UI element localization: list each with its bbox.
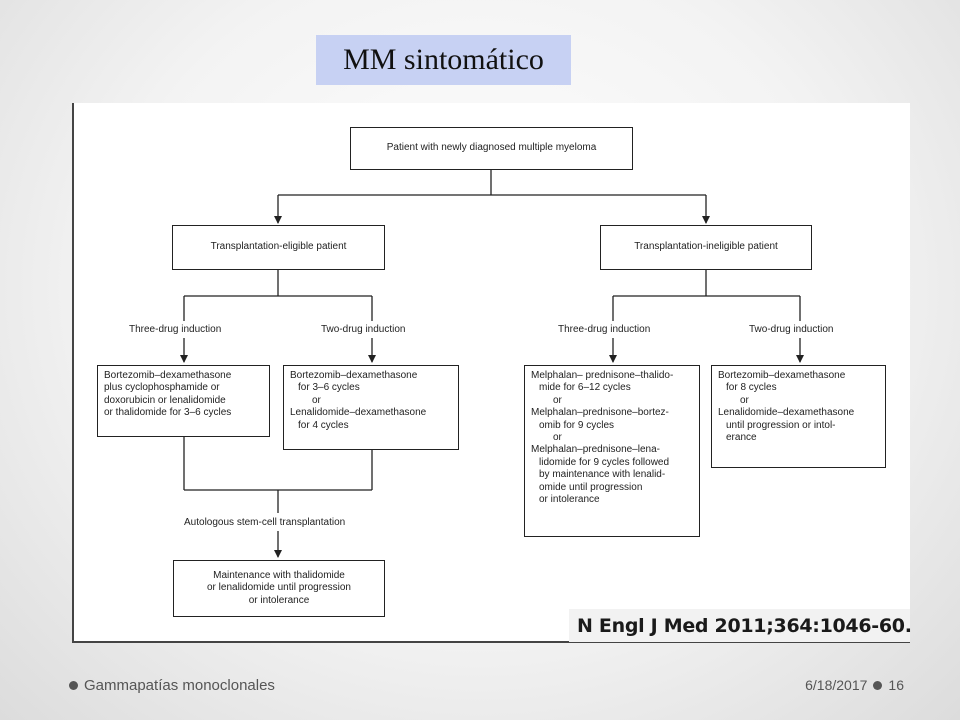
eligible-two-drug-box: Bortezomib–dexamethasone for 3–6 cycles … (283, 365, 459, 450)
footer-left: Gammapatías monoclonales (63, 677, 275, 694)
flowchart-connectors (180, 170, 804, 558)
box-line: mide for 6–12 cycles (539, 382, 631, 394)
eligible-three-drug-box: Bortezomib–dexamethasone plus cyclophosp… (97, 365, 270, 437)
box-line: or (740, 394, 749, 406)
box-line: or intolerance (248, 594, 310, 606)
box-line: or (312, 394, 321, 406)
footer-right: 6/18/2017 16 (805, 677, 904, 693)
box-line: until progression or intol- (726, 419, 836, 431)
box-line: or (553, 432, 562, 444)
box-line: or intolerance (539, 494, 600, 506)
citation: N Engl J Med 2011;364:1046-60. (569, 609, 912, 642)
box-line: Bortezomib–dexamethasone (104, 370, 232, 381)
root-text: Patient with newly diagnosed multiple my… (386, 142, 597, 154)
box-line: for 3–6 cycles (298, 382, 360, 394)
eligible-box: Transplantation-eligible patient (172, 225, 385, 270)
box-line: by maintenance with lenalid- (539, 469, 666, 481)
ineligible-title: Transplantation-ineligible patient (634, 241, 778, 253)
maintenance-box: Maintenance with thalidomide or lenalido… (173, 560, 385, 617)
box-line: omib for 9 cycles (539, 419, 615, 431)
box-line: for 4 cycles (298, 419, 349, 431)
box-line: Melphalan–prednisone–bortez- (531, 407, 669, 419)
footer-title: Gammapatías monoclonales (84, 677, 275, 694)
bullet-dot-icon (69, 681, 78, 690)
ineligible-two-drug-label: Two-drug induction (749, 324, 834, 335)
box-line: Melphalan– prednisone–thalido- (531, 370, 674, 381)
slide-title: MM sintomático (316, 35, 571, 85)
eligible-three-drug-label: Three-drug induction (129, 324, 222, 335)
box-line: for 8 cycles (726, 382, 777, 394)
root-box: Patient with newly diagnosed multiple my… (350, 127, 633, 170)
box-line: doxorubicin or lenalidomide (104, 394, 226, 406)
page-number: 16 (888, 677, 904, 693)
box-line: erance (726, 432, 757, 444)
asct-label: Autologous stem-cell transplantation (184, 517, 346, 528)
box-line: Lenalidomide–dexamethasone (290, 407, 427, 419)
box-line: Lenalidomide–dexamethasone (718, 407, 855, 419)
box-line: Melphalan–prednisone–lena- (531, 444, 660, 456)
ineligible-box: Transplantation-ineligible patient (600, 225, 812, 270)
box-line: plus cyclophosphamide or (104, 382, 220, 394)
treatment-flowchart: Patient with newly diagnosed multiple my… (72, 103, 912, 643)
box-line: Bortezomib–dexamethasone (290, 370, 418, 381)
eligible-title: Transplantation-eligible patient (210, 241, 347, 253)
footer-date: 6/18/2017 (805, 677, 868, 693)
box-line: omide until progression (539, 481, 643, 493)
ineligible-three-drug-label: Three-drug induction (558, 324, 651, 335)
box-line: lidomide for 9 cycles followed (539, 456, 670, 468)
box-line: or thalidomide for 3–6 cycles (104, 407, 232, 419)
box-line: Bortezomib–dexamethasone (718, 370, 846, 381)
box-line: or lenalidomide until progression (207, 582, 351, 594)
box-line: Maintenance with thalidomide (213, 569, 345, 581)
ineligible-two-drug-box: Bortezomib–dexamethasone for 8 cycles or… (711, 365, 886, 468)
eligible-two-drug-label: Two-drug induction (321, 324, 406, 335)
ineligible-three-drug-box: Melphalan– prednisone–thalido- mide for … (524, 365, 700, 537)
box-line: or (553, 394, 562, 406)
bullet-dot-icon (873, 680, 883, 690)
